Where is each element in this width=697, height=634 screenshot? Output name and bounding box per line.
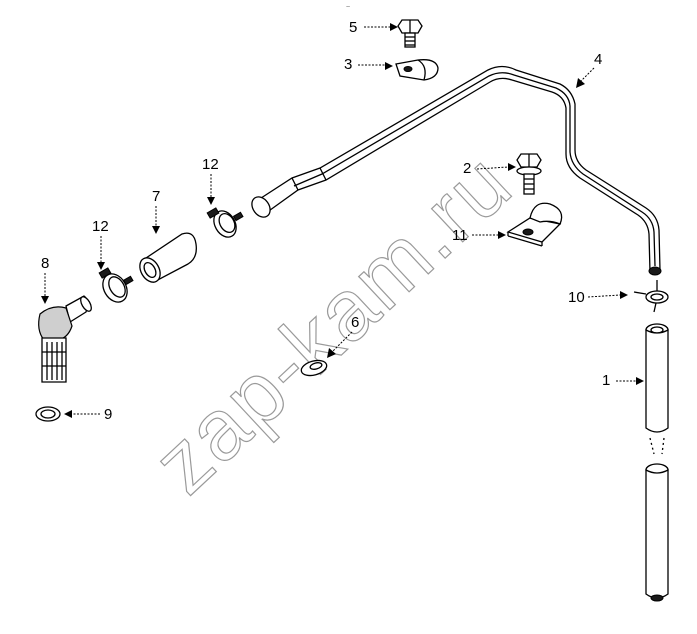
part-7-hose — [139, 232, 197, 283]
part-1-hose — [645, 323, 669, 602]
callout-2: 2 — [463, 160, 516, 177]
svg-text:8: 8 — [41, 255, 49, 272]
watermark: zap-kam.ru — [135, 135, 530, 512]
callout-8: 8 — [41, 255, 49, 304]
svg-text:12: 12 — [202, 156, 219, 173]
callout-12-upper: 12 — [202, 156, 219, 205]
svg-text:1: 1 — [602, 372, 610, 389]
svg-text:11: 11 — [452, 227, 468, 244]
callout-11: 11 — [452, 227, 506, 244]
part-6-washer — [300, 359, 328, 377]
part-12-clamp-upper — [206, 207, 244, 238]
svg-text:9: 9 — [104, 406, 112, 423]
callout-5: 5 — [349, 19, 398, 36]
callout-12-lower: 12 — [92, 218, 109, 270]
svg-text:2: 2 — [463, 160, 471, 177]
part-4-tube — [251, 65, 662, 276]
callout-6: 6 — [327, 314, 359, 358]
callout-4: 4 — [576, 51, 602, 88]
svg-text:6: 6 — [351, 314, 359, 331]
svg-text:4: 4 — [594, 51, 602, 68]
svg-text:5: 5 — [349, 19, 357, 36]
svg-text:7: 7 — [152, 188, 160, 205]
callout-3: 3 — [344, 56, 393, 73]
svg-text:12: 12 — [92, 218, 109, 235]
part-2-bolt — [516, 153, 542, 195]
part-10-clamp — [633, 280, 669, 313]
part-8-elbow — [38, 295, 92, 383]
part-11-clamp — [506, 202, 563, 247]
part-5-bolt — [397, 19, 423, 48]
header-mark: ~ — [346, 4, 350, 11]
callout-9: 9 — [64, 406, 112, 423]
svg-text:3: 3 — [344, 56, 352, 73]
callout-7: 7 — [152, 188, 160, 234]
svg-text:10: 10 — [568, 289, 585, 306]
part-3-clamp — [395, 59, 439, 81]
part-9-ring — [35, 406, 61, 422]
part-12-clamp-lower — [98, 267, 134, 303]
callout-1: 1 — [602, 372, 644, 389]
callout-10: 10 — [568, 289, 628, 306]
